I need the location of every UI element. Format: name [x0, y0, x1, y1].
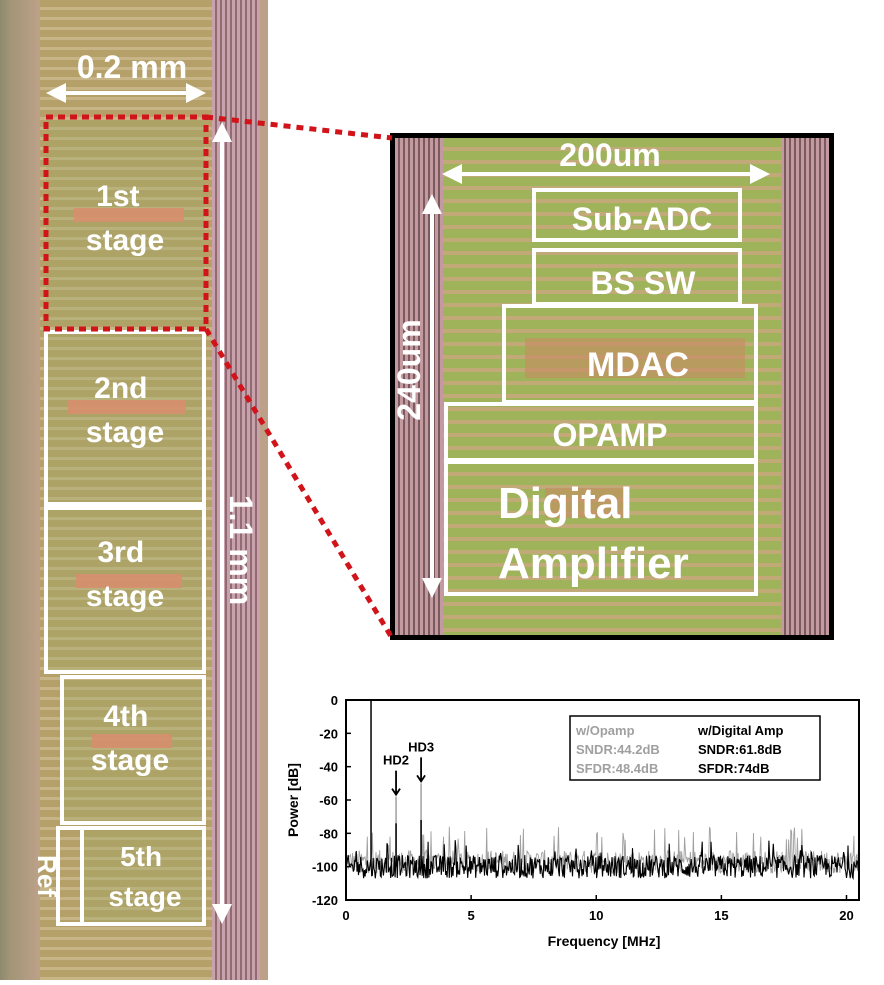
chip-width-label: 0.2 mm: [77, 49, 187, 85]
stage-1-label: 1st stage: [86, 180, 164, 257]
hd2-arrow: [391, 770, 401, 797]
fft-spectrum-svg: 0 -20 -40 -60 -80 -100 -120 0 5 10 15 20 Frequency…: [285, 693, 860, 949]
legend-box: [569, 715, 821, 781]
digital-amplifier-box: [444, 460, 758, 596]
chip-pipeline-strip: [40, 0, 215, 980]
x-tick-label: 10: [589, 908, 603, 923]
chip-height-label: 1.1 mm: [223, 495, 259, 605]
stage-3-box: [44, 506, 206, 674]
y-tick-label: -40: [319, 760, 338, 775]
x-tick-label: 0: [342, 908, 349, 923]
y-axis-ticks: 0 -20 -40 -60 -80 -100 -120: [312, 693, 351, 908]
stage-1-area: [46, 120, 204, 325]
stage-4-area: [62, 680, 204, 820]
y-tick-label: 0: [331, 693, 338, 708]
sub-adc-box: [532, 188, 742, 242]
y-tick-label: -120: [312, 893, 338, 908]
digital-amplifier-label: Digital Amplifier: [498, 479, 689, 588]
stage-4-box: [60, 675, 206, 825]
stage-4-label: 4th stage: [91, 700, 169, 777]
ref-label: Ref: [32, 855, 62, 897]
stage-5-label: 5th stage: [108, 841, 181, 912]
bs-sw-label: BS SW: [591, 265, 697, 301]
stage-3-area: [46, 510, 204, 670]
zoom-right-metal-lines: [781, 138, 829, 635]
legend-opamp-sndr: SNDR:44.2dB: [576, 742, 660, 757]
stage-1-block: [74, 208, 184, 222]
y-axis-label: Power [dB]: [285, 763, 301, 837]
stage-3-block: [76, 574, 182, 588]
legend-digital-title: w/Digital Amp: [697, 723, 784, 738]
zoom-height-label: 240um: [391, 319, 427, 420]
chip-edge: [0, 0, 40, 980]
stage-3-label: 3rd stage: [86, 536, 164, 613]
fft-traces: [345, 700, 860, 881]
mdac-layout-block: [525, 338, 745, 378]
y-tick-label: -60: [319, 793, 338, 808]
zoom-connector-bottom: [203, 327, 395, 640]
x-tick-label: 15: [714, 908, 728, 923]
digital-amp-layout-block: [545, 488, 625, 518]
fft-spectrum-chart: 0 -20 -40 -60 -80 -100 -120 0 5 10 15 20 Frequency…: [274, 688, 884, 980]
digital-amp-spectrum-trace: [345, 840, 860, 881]
mdac-label: MDAC: [587, 346, 689, 384]
hd3-label: HD3: [408, 739, 434, 754]
zoom-connector-top: [205, 114, 393, 141]
legend: w/Opamp SNDR:44.2dB SFDR:48.4dB w/Digita…: [575, 723, 784, 776]
hd2-label: HD2: [383, 753, 409, 768]
y-tick-label: -100: [312, 860, 338, 875]
zoom-width-label: 200um: [559, 137, 660, 173]
sub-adc-label: Sub-ADC: [572, 201, 712, 237]
legend-opamp-title: w/Opamp: [575, 723, 635, 738]
hd3-arrow: [416, 757, 426, 783]
opamp-label: OPAMP: [553, 417, 668, 453]
x-axis-ticks: 0 5 10 15 20: [342, 895, 854, 923]
stage-2-box: [44, 330, 206, 506]
y-tick-label: -80: [319, 826, 338, 841]
stage-1-highlight-box: [43, 114, 209, 332]
ref-box: [56, 826, 84, 926]
stage-5-area: [82, 830, 204, 922]
stage-2-area: [46, 332, 204, 502]
x-tick-label: 5: [468, 908, 475, 923]
stage-4-block: [92, 734, 172, 748]
legend-digital-sfdr: SFDR:74dB: [698, 761, 770, 776]
y-tick-label: -20: [319, 726, 338, 741]
x-axis-label: Frequency [MHz]: [548, 933, 661, 949]
stage-2-label: 2nd stage: [86, 372, 164, 449]
legend-digital-sndr: SNDR:61.8dB: [698, 742, 782, 757]
legend-opamp-sfdr: SFDR:48.4dB: [576, 761, 658, 776]
harmonic-annotations: HD2 HD3: [383, 739, 434, 797]
x-tick-label: 20: [839, 908, 853, 923]
stage-2-block: [68, 400, 186, 414]
